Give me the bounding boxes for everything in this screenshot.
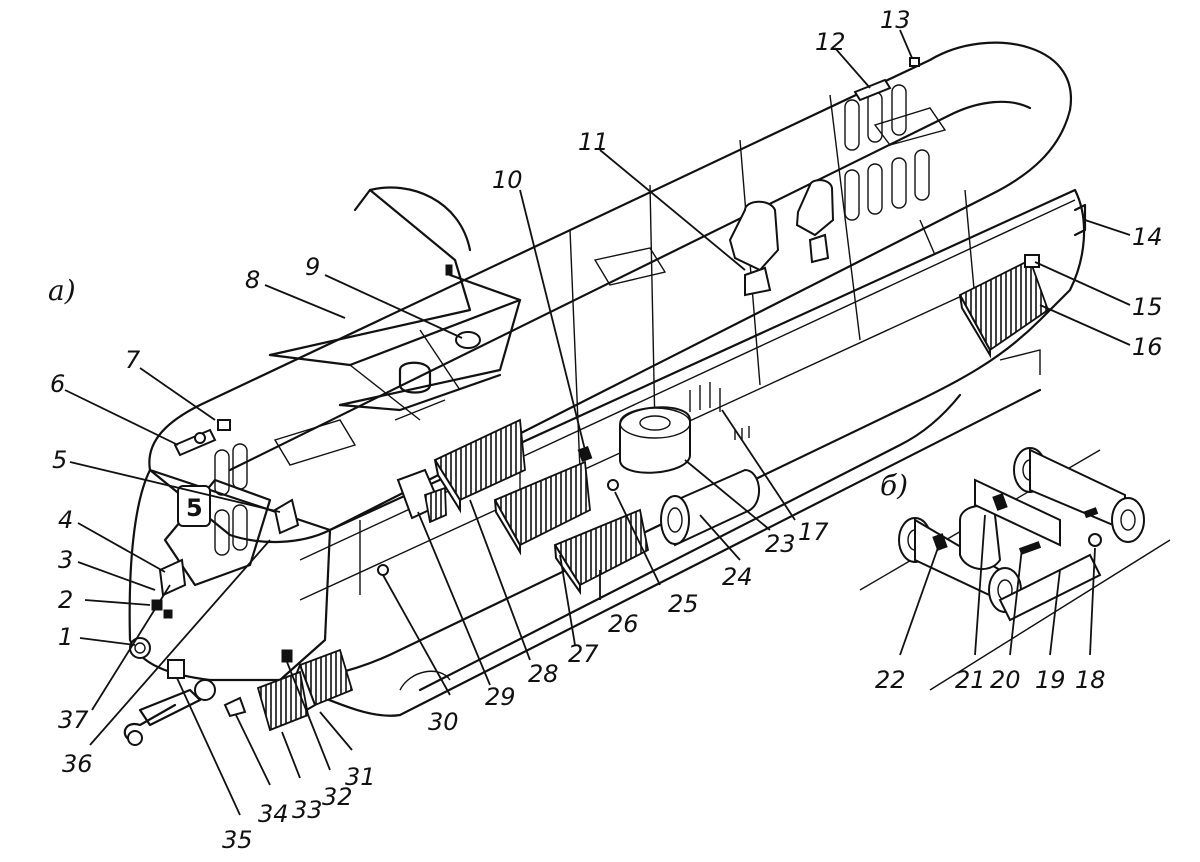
callout-22: 22 bbox=[875, 666, 906, 694]
callout-34: 34 bbox=[258, 800, 289, 828]
callout-21: 21 bbox=[955, 666, 986, 694]
callout-25: 25 bbox=[668, 590, 699, 618]
leader-lines bbox=[64, 29, 1131, 816]
callout-10: 10 bbox=[492, 166, 523, 194]
callout-32: 32 bbox=[322, 783, 353, 811]
front-door bbox=[214, 443, 248, 556]
callout-14: 14 bbox=[1132, 223, 1163, 251]
callout-17: 17 bbox=[798, 518, 829, 546]
callout-28: 28 bbox=[528, 660, 559, 688]
callout-1: 1 bbox=[58, 623, 73, 651]
callout-15: 15 bbox=[1132, 293, 1163, 321]
bogie bbox=[859, 447, 1171, 691]
pantograph bbox=[268, 186, 522, 421]
callout-5: 5 bbox=[52, 446, 67, 474]
callout-31: 31 bbox=[345, 763, 376, 791]
callout-30: 30 bbox=[428, 708, 459, 736]
callout-2: 2 bbox=[58, 586, 73, 614]
callout-4: 4 bbox=[58, 506, 73, 534]
callout-26: 26 bbox=[608, 610, 639, 638]
pantograph-drive bbox=[455, 331, 481, 349]
callout-29: 29 bbox=[485, 683, 516, 711]
callout-6: 6 bbox=[50, 370, 65, 398]
callout-7: 7 bbox=[125, 346, 141, 374]
view-b-label: б) bbox=[880, 469, 908, 502]
view-a-label: а) bbox=[48, 274, 76, 307]
callout-33: 33 bbox=[292, 796, 323, 824]
callout-13: 13 bbox=[880, 6, 911, 34]
rear-lamps bbox=[853, 57, 920, 102]
callout-11: 11 bbox=[578, 128, 609, 156]
callout-35: 35 bbox=[222, 826, 253, 854]
callout-16: 16 bbox=[1132, 333, 1163, 361]
callout-18: 18 bbox=[1075, 666, 1106, 694]
route-number: 5 bbox=[186, 494, 203, 522]
callout-numbers: 1 2 3 4 5 6 7 8 9 10 11 12 13 14 15 16 1… bbox=[50, 6, 1163, 854]
seats bbox=[728, 179, 835, 297]
callout-37: 37 bbox=[58, 706, 89, 734]
rear-door bbox=[844, 84, 930, 221]
callout-12: 12 bbox=[815, 28, 846, 56]
callout-9: 9 bbox=[305, 253, 320, 281]
callout-20: 20 bbox=[990, 666, 1021, 694]
callout-23: 23 bbox=[765, 530, 796, 558]
callout-3: 3 bbox=[58, 546, 73, 574]
callout-27: 27 bbox=[568, 640, 599, 668]
callout-36: 36 bbox=[62, 750, 93, 778]
callout-24: 24 bbox=[722, 563, 753, 591]
callout-19: 19 bbox=[1035, 666, 1066, 694]
roof-lamps bbox=[173, 419, 231, 457]
route-number-box bbox=[177, 485, 211, 527]
callout-8: 8 bbox=[245, 266, 260, 294]
